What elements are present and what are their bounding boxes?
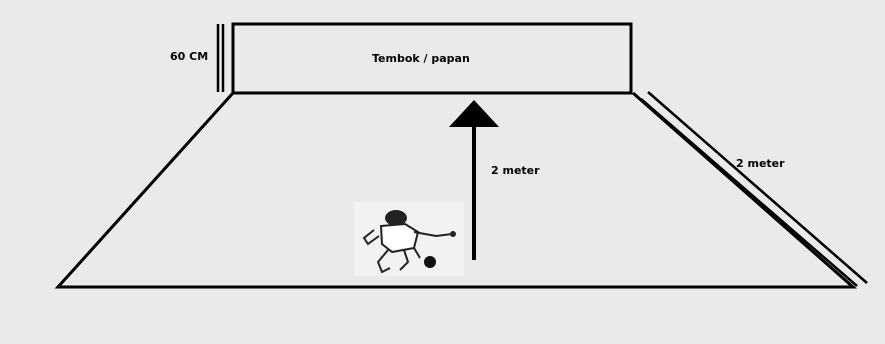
side-distance-line-outer — [647, 91, 868, 284]
field-boundary — [54, 91, 857, 289]
side-distance-line-inner — [640, 98, 858, 287]
wall-height-label: 60 CM — [170, 50, 209, 63]
side-distance-label: 2 meter — [736, 157, 785, 170]
wall-label: Tembok / papan — [372, 52, 470, 65]
distance-arrow-head — [449, 100, 499, 127]
soccer-player-icon — [354, 202, 464, 276]
wall-board — [231, 22, 633, 95]
arrow-distance-label: 2 meter — [491, 164, 540, 177]
